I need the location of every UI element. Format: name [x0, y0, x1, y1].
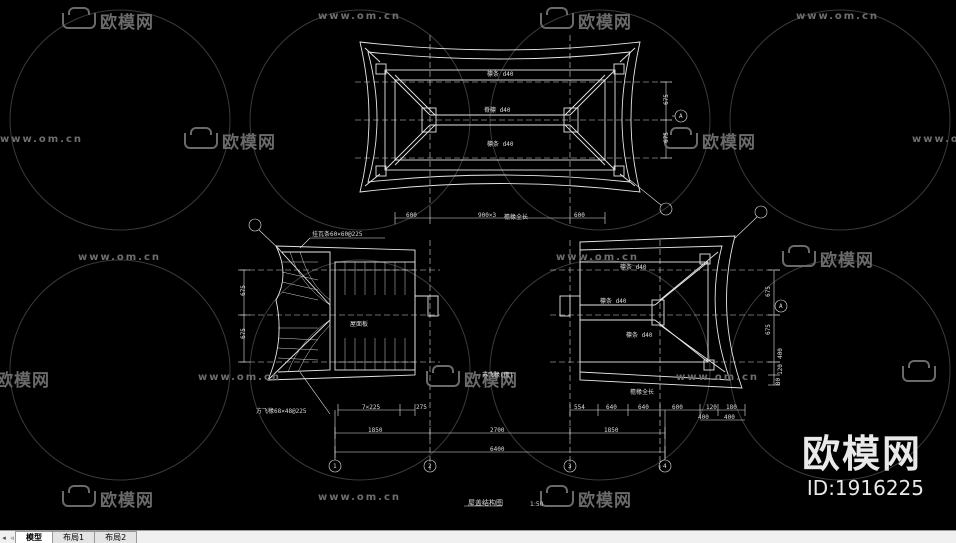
cad-dim: 400 — [776, 348, 784, 359]
left-plan-rafters — [277, 251, 415, 373]
cad-dim: 675 — [764, 286, 772, 297]
watermark-logo: 欧模网 — [426, 364, 518, 391]
tab-layout2[interactable]: 布局2 — [94, 531, 138, 543]
cad-dim: 600 — [672, 404, 683, 411]
watermark-big-logo: 欧模网 — [801, 432, 922, 476]
drawing-title: 屋盖结构图 — [468, 499, 503, 507]
watermark-url: www.om.cn — [796, 11, 880, 22]
overall-dims — [328, 410, 672, 507]
cad-dim: 400 — [698, 414, 709, 421]
tab-prev-arrow-icon[interactable]: ◃ — [10, 534, 14, 542]
cad-dim: 640 — [606, 404, 617, 411]
top-plan-dims — [394, 81, 688, 224]
watermark-logo: 欧模网 — [540, 484, 632, 511]
top-plan-centerlines — [355, 35, 672, 215]
watermark-logo: 欧模网 — [540, 6, 632, 33]
cad-note: 檐椽全长 — [630, 389, 655, 396]
tab-layout1[interactable]: 布局1 — [52, 531, 96, 543]
cad-label: 檩条 d40 — [620, 264, 647, 271]
cad-label: 屋面板 — [350, 321, 369, 328]
watermark-id: ID:1916225 — [806, 476, 924, 500]
cad-dim: 120 — [776, 364, 784, 375]
watermark-url: www.om.cn — [676, 372, 760, 383]
cad-dim: 675 — [662, 132, 670, 143]
cad-dim: 180 — [726, 404, 737, 411]
watermark-url: www.om.cn — [78, 252, 162, 263]
cad-dim: 275 — [416, 404, 427, 411]
cad-dim: 6400 — [490, 446, 505, 453]
axis-label: 1 — [333, 463, 337, 470]
cad-label: 方飞椽68×48@225 — [256, 408, 307, 415]
tab-model[interactable]: 模型 — [15, 531, 53, 543]
cad-dim: 675 — [239, 285, 247, 296]
cad-dim: 675 — [764, 324, 772, 335]
watermark-url: www.om.cn — [556, 252, 640, 263]
cad-dim: 640 — [638, 404, 649, 411]
top-roof-plan — [359, 41, 641, 193]
axis-label: 4 — [663, 463, 667, 470]
tab-first-arrow-icon[interactable]: ◂ — [2, 534, 6, 542]
cad-drawing — [9, 9, 951, 507]
cad-dim: 675 — [239, 328, 247, 339]
cad-label: 挂瓦条60×60@225 — [312, 231, 363, 238]
drawing-scale: 1:50 — [530, 501, 544, 508]
cad-label: 檩条 d40 — [600, 298, 627, 305]
cad-dim: 1850 — [368, 427, 383, 434]
cad-label: 檩条 d40 — [487, 141, 514, 148]
layout-tab-bar: ◂ ◃ 模型 布局1 布局2 — [0, 530, 956, 543]
cad-label: 苏飞椽(檐) — [482, 372, 514, 379]
watermark-logo: 欧模网 — [62, 6, 154, 33]
watermark-logo: 欧模网 — [664, 126, 756, 153]
watermark-url: www.om.cn — [318, 492, 402, 503]
cad-dim: 900×3 — [478, 212, 497, 219]
watermark-url: www.om.cn — [912, 134, 956, 145]
cad-dim: 675 — [662, 94, 670, 105]
cad-dim: 600 — [406, 212, 417, 219]
cad-label: 脊檩 d40 — [484, 107, 511, 114]
watermark-logo: 欧模网 — [782, 244, 874, 271]
left-plan-centerlines — [240, 240, 440, 470]
axis-label: A — [679, 113, 683, 120]
watermark-logo: 欧模网 — [0, 371, 50, 391]
watermark-url: www.om.cn — [318, 11, 402, 22]
cad-dim: 2700 — [490, 427, 505, 434]
axis-label: 2 — [428, 463, 432, 470]
left-plan-dims — [238, 218, 416, 416]
watermark-circles — [9, 9, 951, 481]
cad-label: 檩条 d40 — [487, 71, 514, 78]
cad-dim: 120 — [706, 404, 717, 411]
watermark-logo: 欧模网 — [62, 484, 154, 511]
watermark-url: www.om.cn — [0, 134, 84, 145]
watermark-url: www.om.cn — [198, 372, 282, 383]
cad-label: 檩条 d40 — [626, 332, 653, 339]
axis-label: A — [779, 303, 783, 310]
cad-dim: 1850 — [604, 427, 619, 434]
right-plan-dims — [569, 205, 788, 421]
cad-dim: 7×225 — [362, 404, 381, 411]
cad-dim: 80 — [775, 377, 783, 386]
watermark-logo: 欧模网 — [184, 126, 276, 153]
cad-dim: 600 — [574, 212, 585, 219]
cad-note: 檐椽全长 — [504, 214, 529, 221]
cad-model-canvas[interactable]: 欧模网 www.om.cn 欧模网 www.om.cn www.om.cn 欧模… — [0, 0, 956, 530]
cad-dim: 554 — [574, 404, 585, 411]
axis-label: 3 — [568, 463, 572, 470]
watermark-logo — [902, 360, 936, 382]
cad-dim: 400 — [724, 414, 735, 421]
